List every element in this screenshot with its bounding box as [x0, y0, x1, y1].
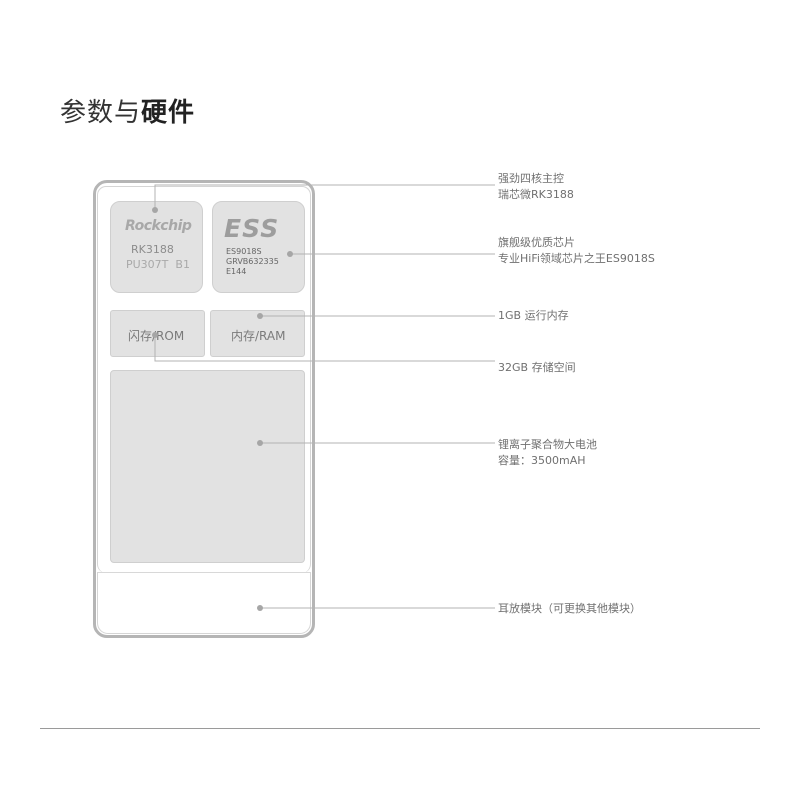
annotation-cpu: 强劲四核主控 瑞芯微RK3188: [498, 171, 574, 203]
page-title: 参数与硬件: [60, 92, 195, 129]
annotation-amp-line1: 耳放模块（可更换其他模块）: [498, 602, 641, 615]
rom-dot: [152, 332, 158, 338]
cpu-dot: [152, 207, 158, 213]
device-inner-frame: [97, 186, 311, 573]
rockchip-model: RK3188: [131, 243, 174, 256]
ess-line-3: E144: [226, 267, 247, 276]
annotation-ram: 1GB 运行内存: [498, 308, 569, 324]
dac-dot: [287, 251, 293, 257]
rockchip-logo: Rockchip: [125, 218, 192, 234]
annotation-dac-line2: 专业HiFi领域芯片之王ES9018S: [498, 252, 655, 265]
leader-rom: [154, 335, 495, 362]
ess-line-1: ES9018S: [226, 247, 262, 256]
battery-block: [110, 370, 305, 563]
amp-module-area: [97, 572, 311, 634]
ram-dot: [257, 313, 263, 319]
annotation-rom: 32GB 存储空间: [498, 360, 576, 376]
ram-chip-label: 内存/RAM: [231, 329, 286, 343]
annotation-dac-line1: 旗舰级优质芯片: [498, 236, 575, 249]
title-light: 参数与: [60, 98, 142, 128]
rockchip-chip: [110, 201, 203, 293]
annotation-battery-line1: 锂离子聚合物大电池: [498, 438, 597, 451]
annotation-dac: 旗舰级优质芯片 专业HiFi领域芯片之王ES9018S: [498, 235, 655, 267]
leader-cpu: [154, 184, 495, 210]
annotation-battery-line2: 容量：3500mAH: [498, 454, 586, 467]
ess-logo: ESS: [224, 214, 280, 243]
battery-dot: [257, 440, 263, 446]
bottom-divider: [40, 728, 760, 729]
rockchip-code: PU307T B1: [126, 258, 190, 271]
ess-chip: [212, 201, 305, 293]
annotation-battery: 锂离子聚合物大电池 容量：3500mAH: [498, 437, 597, 469]
amp-dot: [257, 605, 263, 611]
annotation-ram-line1: 1GB 运行内存: [498, 309, 569, 322]
title-bold: 硬件: [141, 98, 196, 128]
annotation-amp: 耳放模块（可更换其他模块）: [498, 601, 641, 617]
ess-line-2: GRVB632335: [226, 257, 279, 266]
annotation-rom-line1: 32GB 存储空间: [498, 361, 576, 374]
annotation-cpu-line2: 瑞芯微RK3188: [498, 188, 574, 201]
annotation-cpu-line1: 强劲四核主控: [498, 172, 564, 185]
